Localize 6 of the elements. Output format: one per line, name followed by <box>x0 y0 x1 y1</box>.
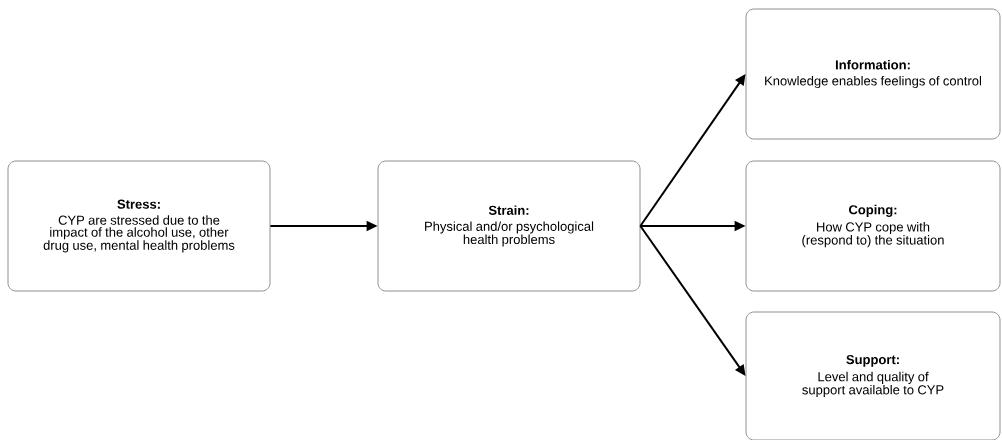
arrow <box>639 225 746 376</box>
text-box: Strain: Physical and/or psychological health problems <box>377 160 641 292</box>
text-box: Support: Level and quality of support available to CYP <box>745 311 1001 440</box>
text-box: Coping: How CYP cope with (respond to) the situation <box>745 160 1001 292</box>
text-box: Stress: CYP are stressed due to the impact of the alcohol use, other drug use, mental health problems <box>7 160 271 292</box>
text-box: Information: Knowledge enables feelings of control <box>745 8 1001 140</box>
